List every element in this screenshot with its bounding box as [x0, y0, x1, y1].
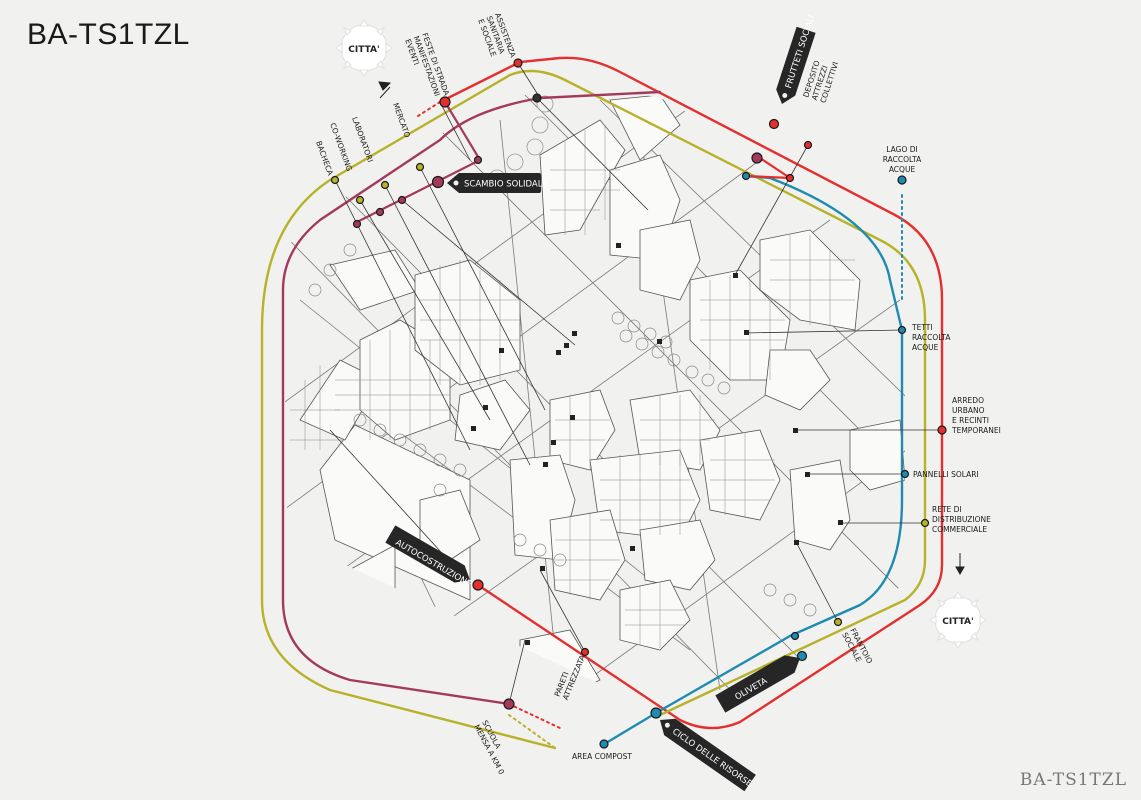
tag-scambio: SCAMBIO SOLIDALE: [447, 173, 548, 193]
dotted-red-top: [417, 101, 441, 117]
dotted-red-bottom: [508, 703, 561, 729]
tag-ciclo: CICLO DELLE RISORSE: [660, 718, 756, 792]
leader-lines: [329, 62, 942, 705]
label-laboratori: LABORATORI: [350, 116, 375, 164]
label-scuola: SCUOLAMENSA A KM 0: [472, 719, 514, 776]
tree-rows: [308, 243, 817, 617]
marker-squares: [471, 243, 843, 645]
building-blocks: [299, 95, 905, 701]
purple-branch: [355, 100, 482, 224]
label-deposito: DEPOSITOATTREZZICOLLETTIVI: [801, 55, 840, 104]
label-frantoio: FRANTOIOSOCIALE: [840, 627, 874, 670]
arrow-icon: [378, 81, 965, 576]
label-pannelli: PANNELLI SOLARI: [913, 470, 979, 479]
label-assistenza: ASSISTENZASANITARIAE SOCIALE: [476, 12, 518, 66]
red-line: [438, 56, 944, 730]
label-feste: FESTE DI STRADAMANIFESTAZIONIEVENTI: [403, 32, 451, 104]
dotted-olive-bottom: [508, 714, 556, 749]
building-block-grid: [290, 125, 855, 648]
tag-label: SCAMBIO SOLIDALE: [464, 180, 548, 190]
city-label-bottom: CITTA': [942, 617, 973, 627]
tag-oliveta: [715, 655, 800, 713]
urban-map: [285, 95, 905, 717]
page-title: BA-TS1TZL: [27, 18, 190, 51]
label-bacheca: BACHECA: [314, 140, 335, 178]
red-loop-connector: [744, 156, 792, 180]
stations: [330, 58, 947, 749]
city-badge-top: CITTA': [335, 19, 393, 77]
tag-autocostruzione: [385, 525, 470, 583]
label-mercato: MERCATO: [391, 102, 412, 139]
city-label-top: CITTA': [348, 45, 379, 55]
watermark: BA-TS1TZL: [1019, 770, 1127, 790]
city-badge-bottom: CITTA': [929, 591, 987, 649]
label-compost: AREA COMPOST: [572, 752, 632, 761]
tag-label: CICLO DELLE RISORSE: [670, 727, 753, 790]
purple-line: [281, 90, 662, 706]
olive-line: [260, 69, 927, 750]
